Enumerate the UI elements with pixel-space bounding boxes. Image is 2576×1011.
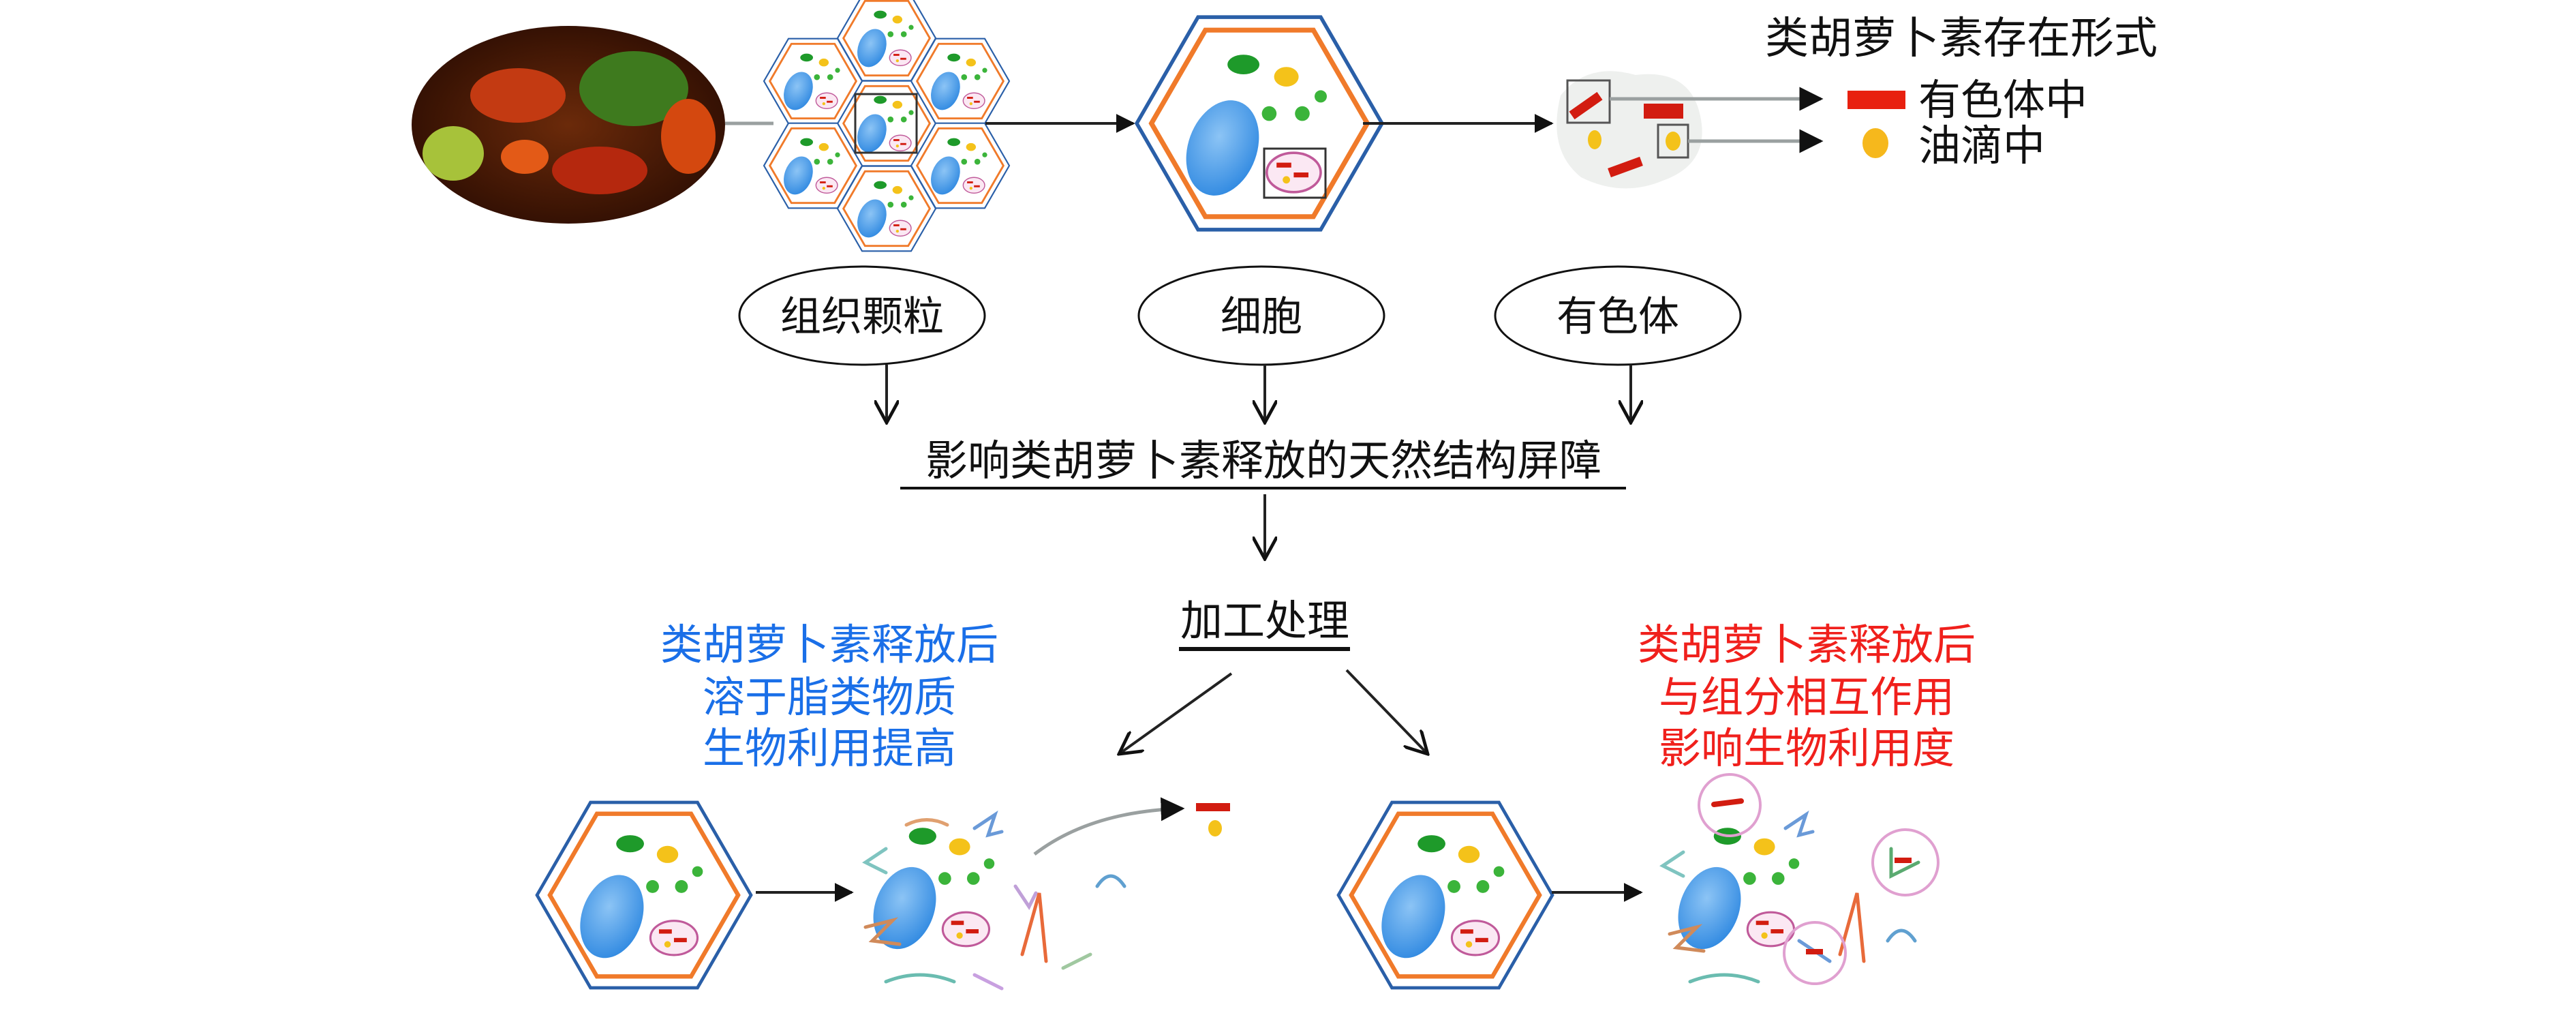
disrupted-cell-right: [1659, 773, 1939, 985]
svg-text:细胞: 细胞: [1221, 293, 1302, 341]
tissue-cluster: [764, 0, 1009, 251]
svg-text:溶于脂类物质: 溶于脂类物质: [703, 672, 956, 722]
svg-text:与组分相互作用: 与组分相互作用: [1659, 672, 1954, 722]
arrow-right-branch: [1345, 669, 1428, 754]
released-carotenoid: [1196, 803, 1230, 836]
level-tissue: 组织颗粒: [738, 265, 986, 366]
intact-cell-right: [1338, 802, 1552, 988]
legend-title: 类胡萝卜素存在形式: [1765, 14, 2158, 64]
barrier-label: 影响类胡萝卜素释放的天然结构屏障: [925, 436, 1601, 485]
processing-label: 加工处理: [1180, 596, 1349, 646]
chromoplast-illustration: [1557, 71, 1702, 189]
svg-text:类胡萝卜素释放后: 类胡萝卜素释放后: [1638, 620, 1976, 669]
vegetable-image: [412, 26, 725, 224]
curved-release-arrow: [1033, 797, 1185, 856]
yellow-dot-icon: [1862, 128, 1888, 158]
cell-illustration: [1137, 17, 1382, 230]
left-outcome-text: 类胡萝卜素释放后 溶于脂类物质 生物利用提高: [660, 620, 998, 773]
legend-item-oil-droplet: 油滴中: [1918, 121, 2045, 170]
svg-text:生物利用提高: 生物利用提高: [703, 723, 956, 773]
level-cell: 细胞: [1137, 265, 1385, 366]
intact-cell-left: [537, 802, 751, 988]
arrow-left-branch: [1119, 672, 1233, 754]
level-chromoplast: 有色体: [1494, 265, 1742, 366]
legend-item-chromoplast: 有色体中: [1918, 75, 2087, 125]
svg-text:组织颗粒: 组织颗粒: [780, 293, 944, 341]
svg-text:影响生物利用度: 影响生物利用度: [1659, 723, 1954, 773]
svg-text:类胡萝卜素释放后: 类胡萝卜素释放后: [660, 620, 998, 669]
right-outcome-text: 类胡萝卜素释放后 与组分相互作用 影响生物利用度: [1638, 620, 1976, 773]
red-bar-icon: [1847, 91, 1905, 109]
disrupted-cell-left: [861, 810, 1126, 991]
svg-text:有色体: 有色体: [1557, 293, 1679, 341]
